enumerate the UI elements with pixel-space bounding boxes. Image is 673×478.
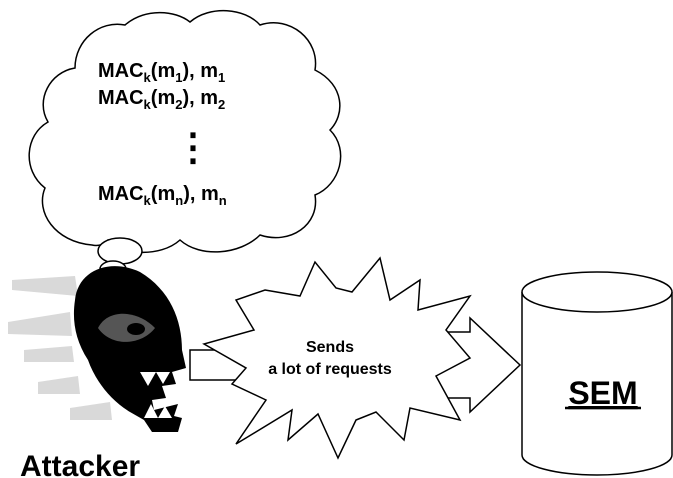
burst-line-1: Sends <box>306 339 354 356</box>
attacker-teeth <box>140 372 172 418</box>
speed-lines <box>8 276 112 420</box>
sem-label: SEM <box>568 375 637 411</box>
thought-cloud-shape <box>28 10 342 254</box>
attacker-eye <box>98 313 155 342</box>
attacker-label: Attacker <box>20 450 140 478</box>
burst-line-2: a lot of requests <box>268 361 392 378</box>
attacker-figure <box>8 266 186 432</box>
mac-line-2: MACk(m2), m2 <box>98 87 225 112</box>
thought-cloud: MACk(m1), m1 MACk(m2), m2 ⋮ MACk(mn), mn <box>28 10 342 280</box>
attacker-pupil <box>127 323 145 335</box>
attacker-head <box>73 266 186 432</box>
sem-cylinder-top <box>521 271 673 313</box>
mac-line-n: MACk(mn), mn <box>98 183 227 208</box>
thought-bubble-large <box>97 237 143 265</box>
request-arrow: Sends a lot of requests <box>189 256 522 460</box>
sem-cylinder-body <box>521 292 673 476</box>
sem-server: SEM <box>521 271 673 476</box>
mac-line-1: MACk(m1), m1 <box>98 60 225 85</box>
vertical-ellipsis: ⋮ <box>174 127 212 169</box>
request-burst <box>202 256 472 460</box>
